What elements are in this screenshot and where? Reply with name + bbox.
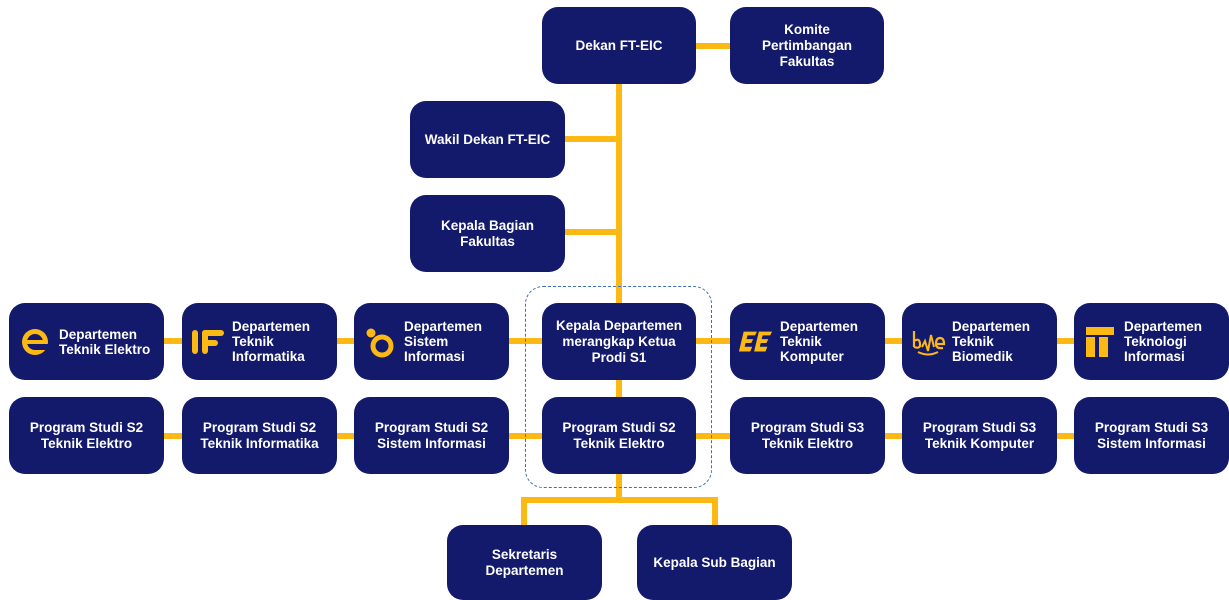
connector-faculty-head bbox=[565, 229, 619, 235]
vice-dean-label: Wakil Dekan FT-EIC bbox=[424, 131, 551, 147]
elektro-e-logo-icon bbox=[17, 324, 53, 360]
committee-box[interactable]: Komite Pertimbangan Fakultas bbox=[730, 7, 884, 84]
dean-box[interactable]: Dekan FT-EIC bbox=[542, 7, 696, 84]
informatika-if-logo-icon bbox=[190, 324, 226, 360]
dept-teknologi-informasi-box[interactable]: Departemen Teknologi Informasi bbox=[1074, 303, 1229, 380]
connector-dean-committee bbox=[696, 43, 730, 49]
dept-teknik-komputer-box[interactable]: Departemen Teknik Komputer bbox=[730, 303, 885, 380]
center-program-s2-elektro-label: Program Studi S2 Teknik Elektro bbox=[562, 419, 676, 451]
connector-secretary bbox=[521, 497, 527, 527]
dept-teknik-elektro-label: Departemen Teknik Elektro bbox=[59, 326, 151, 357]
program-s3-teknik-komputer-box[interactable]: Program Studi S3 Teknik Komputer bbox=[902, 397, 1057, 474]
head-department-box[interactable]: Kepala Departemen merangkap Ketua Prodi … bbox=[542, 303, 696, 380]
biomedik-bme-logo-icon bbox=[910, 324, 946, 360]
program-s2-sistem-informasi-label: Program Studi S2 Sistem Informasi bbox=[374, 419, 489, 451]
dept-sistem-informasi-box[interactable]: Departemen Sistem Informasi bbox=[354, 303, 509, 380]
sub-head-label: Kepala Sub Bagian bbox=[653, 554, 776, 570]
secretary-box[interactable]: Sekretaris Departemen bbox=[447, 525, 602, 600]
program-s3-sistem-informasi-label: Program Studi S3 Sistem Informasi bbox=[1094, 419, 1209, 451]
program-s2-teknik-elektro-label: Program Studi S2 Teknik Elektro bbox=[29, 419, 144, 451]
dept-teknik-biomedik-box[interactable]: Departemen Teknik Biomedik bbox=[902, 303, 1057, 380]
faculty-head-box[interactable]: Kepala Bagian Fakultas bbox=[410, 195, 565, 272]
dept-sistem-informasi-label: Departemen Sistem Informasi bbox=[404, 319, 483, 364]
program-s3-teknik-elektro-box[interactable]: Program Studi S3 Teknik Elektro bbox=[730, 397, 885, 474]
program-s3-sistem-informasi-box[interactable]: Program Studi S3 Sistem Informasi bbox=[1074, 397, 1229, 474]
dept-teknik-informatika-label: Departemen Teknik Informatika bbox=[232, 319, 311, 364]
program-s3-teknik-elektro-label: Program Studi S3 Teknik Elektro bbox=[750, 419, 865, 451]
faculty-head-label: Kepala Bagian Fakultas bbox=[440, 217, 535, 249]
vice-dean-box[interactable]: Wakil Dekan FT-EIC bbox=[410, 101, 565, 178]
dept-teknik-komputer-label: Departemen Teknik Komputer bbox=[780, 319, 859, 364]
center-program-s2-elektro-box[interactable]: Program Studi S2 Teknik Elektro bbox=[542, 397, 696, 474]
sub-head-box[interactable]: Kepala Sub Bagian bbox=[637, 525, 792, 600]
program-s2-teknik-informatika-box[interactable]: Program Studi S2 Teknik Informatika bbox=[182, 397, 337, 474]
program-s3-teknik-komputer-label: Program Studi S3 Teknik Komputer bbox=[922, 419, 1037, 451]
dept-teknik-informatika-box[interactable]: Departemen Teknik Informatika bbox=[182, 303, 337, 380]
program-s2-sistem-informasi-box[interactable]: Program Studi S2 Sistem Informasi bbox=[354, 397, 509, 474]
dept-teknik-biomedik-label: Departemen Teknik Biomedik bbox=[952, 319, 1031, 364]
dean-label: Dekan FT-EIC bbox=[575, 37, 663, 53]
committee-label: Komite Pertimbangan Fakultas bbox=[761, 21, 853, 69]
sistem-informasi-logo-icon bbox=[362, 324, 398, 360]
connector-bottom-bar bbox=[521, 497, 718, 503]
head-department-group bbox=[525, 286, 712, 488]
connector-sub-head bbox=[712, 497, 718, 527]
program-s2-teknik-elektro-box[interactable]: Program Studi S2 Teknik Elektro bbox=[9, 397, 164, 474]
head-department-label: Kepala Departemen merangkap Ketua Prodi … bbox=[555, 317, 683, 365]
komputer-ce-logo-icon bbox=[738, 324, 774, 360]
teknologi-it-logo-icon bbox=[1082, 324, 1118, 360]
dept-teknik-elektro-box[interactable]: Departemen Teknik Elektro bbox=[9, 303, 164, 380]
dept-teknologi-informasi-label: Departemen Teknologi Informasi bbox=[1124, 319, 1203, 364]
secretary-label: Sekretaris Departemen bbox=[485, 546, 564, 578]
program-s2-teknik-informatika-label: Program Studi S2 Teknik Informatika bbox=[200, 419, 319, 451]
connector-vice-dean bbox=[565, 136, 619, 142]
connector-spine bbox=[616, 82, 622, 500]
